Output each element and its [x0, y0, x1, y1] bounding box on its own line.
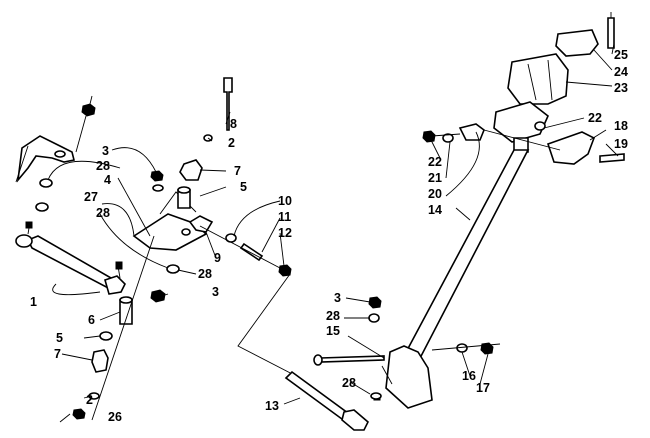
drag-link-end: [341, 409, 369, 431]
callout-13: 13: [265, 399, 279, 413]
bushing-7-lower: [91, 349, 109, 373]
washer-28-lower: [166, 264, 180, 274]
callout-5-upper: 5: [240, 180, 247, 194]
tube-top: [119, 296, 133, 304]
callout-28-b: 28: [96, 206, 110, 220]
callout-6: 6: [88, 313, 95, 327]
callout-19: 19: [614, 137, 628, 151]
post-top-plate: [493, 101, 549, 143]
callout-9: 9: [214, 251, 221, 265]
callout-8: 8: [230, 117, 237, 131]
washer-27: [35, 202, 49, 212]
arm-hole: [54, 150, 66, 158]
washer-22-right: [534, 121, 546, 131]
bolt-11: [239, 242, 264, 262]
tie-rod-1: [26, 235, 120, 292]
callout-18: 18: [614, 119, 628, 133]
callout-15: 15: [326, 324, 340, 338]
nut-12: [278, 264, 292, 277]
callout-16: 16: [462, 369, 476, 383]
callout-12: 12: [278, 226, 292, 240]
steering-post-assembly: [313, 12, 625, 409]
washer-28-mid: [152, 184, 164, 192]
tie-rod-end-right: [104, 275, 126, 295]
callout-7-upper: 7: [234, 164, 241, 178]
bolt-8: [223, 77, 233, 131]
top-nut: [81, 103, 96, 117]
callout-25: 25: [614, 48, 628, 62]
callout-17: 17: [476, 381, 490, 395]
callout-28-d: 28: [326, 309, 340, 323]
bushing-7-upper: [179, 159, 203, 181]
nut-3-right: [368, 296, 382, 309]
callout-3-right: 3: [334, 291, 341, 305]
callout-24: 24: [614, 65, 628, 79]
bolt-15: [319, 355, 385, 363]
callout-4: 4: [104, 173, 111, 187]
callout-2-upper: 2: [228, 136, 235, 150]
plate-hole: [181, 228, 191, 236]
nut-26: [72, 408, 86, 420]
callout-28-c: 28: [198, 267, 212, 281]
callout-28-a: 28: [96, 159, 110, 173]
clamp-20: [458, 123, 485, 141]
callout-22-left: 22: [428, 155, 442, 169]
callout-28-e: 28: [342, 376, 356, 390]
washer-28-right: [368, 313, 380, 323]
washer-2-lower: [88, 392, 100, 400]
bolt-15-head: [313, 354, 323, 366]
callout-1: 1: [30, 295, 37, 309]
ball-joint: [188, 215, 214, 233]
bracket-18: [546, 131, 596, 165]
callout-2-lower: 2: [86, 393, 93, 407]
callout-11: 11: [278, 210, 291, 224]
nut-3-upper: [150, 170, 164, 182]
drag-link-hardware: [199, 225, 381, 431]
callout-21: 21: [428, 171, 442, 185]
callout-3-lower: 3: [212, 285, 219, 299]
steering-post-14: [402, 149, 530, 364]
handlebar-block-24: [555, 29, 599, 57]
callout-14: 14: [428, 203, 442, 217]
stud-nut-left: [25, 221, 33, 229]
leader-lines: [47, 43, 619, 423]
spacer-5-top: [177, 186, 191, 194]
handlebar-block-23: [507, 53, 569, 105]
left-steering-arm-assembly: [15, 77, 233, 421]
callout-5-lower: 5: [56, 331, 63, 345]
nut-22-left: [422, 130, 436, 143]
callout-27: 27: [84, 190, 98, 204]
spacer-5-lower: [99, 331, 113, 341]
washer-28-bottom: [370, 392, 382, 400]
stud-nut-right: [115, 261, 123, 270]
callout-23: 23: [614, 81, 628, 95]
callout-26: 26: [108, 410, 122, 424]
callout-20: 20: [428, 187, 442, 201]
nut-3-lower: [150, 289, 166, 303]
callout-10: 10: [278, 194, 292, 208]
post-lower-bracket: [385, 345, 433, 409]
tie-rod-end-left: [15, 234, 33, 248]
post-collar: [513, 137, 529, 153]
callout-labels: 1 2 2 3 3 3 4 5 5 6 7 7 8 9 10 11 12 13 …: [30, 48, 628, 424]
callout-3-upper: 3: [102, 144, 109, 158]
steering-arm: [16, 135, 75, 183]
callout-22-right: 22: [588, 111, 602, 125]
callout-7-lower: 7: [54, 347, 61, 361]
washer-28-left: [39, 178, 53, 188]
bolt-25: [607, 17, 615, 49]
washer-21: [442, 133, 454, 143]
bolt-19: [599, 153, 625, 163]
